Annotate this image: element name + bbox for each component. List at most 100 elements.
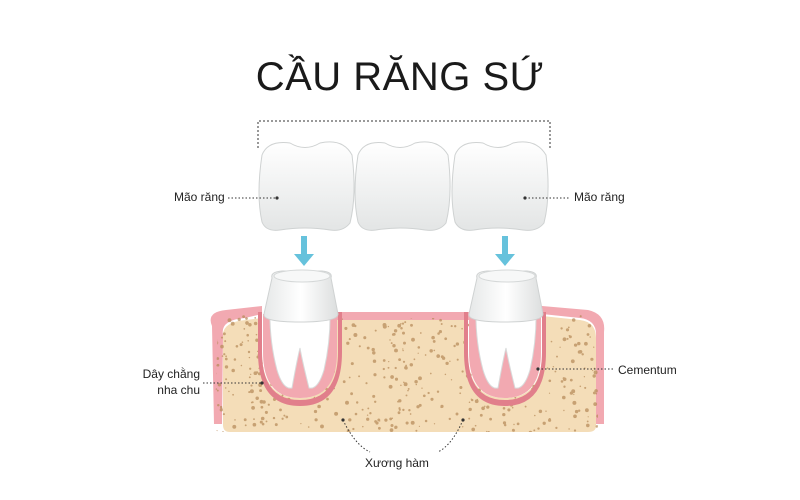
bone-speckle	[574, 409, 579, 414]
bone-speckle	[474, 424, 477, 427]
bone-speckle	[398, 399, 402, 403]
bone-speckle	[586, 333, 590, 336]
bone-speckle	[251, 401, 254, 404]
bone-speckle	[556, 355, 558, 358]
bone-speckle	[570, 359, 575, 364]
bone-speckle	[566, 337, 569, 340]
bone-speckle	[382, 359, 386, 362]
bone-speckle	[221, 355, 224, 357]
bone-speckle	[554, 370, 557, 373]
bone-speckle	[513, 423, 515, 426]
bone-speckle	[461, 370, 464, 373]
bone-speckle	[486, 430, 488, 432]
bone-speckle	[383, 376, 386, 379]
bone-speckle	[470, 398, 474, 402]
bone-speckle	[402, 408, 405, 412]
bone-speckle	[260, 405, 264, 409]
bone-speckle	[427, 391, 430, 395]
bone-speckle	[300, 423, 302, 425]
bone-speckle	[542, 421, 546, 425]
bone-speckle	[563, 385, 566, 388]
bone-speckle	[444, 373, 447, 376]
bone-speckle	[562, 377, 567, 382]
bone-speckle	[511, 406, 514, 409]
bone-speckle	[234, 419, 236, 421]
bone-speckle	[455, 412, 459, 416]
abutment-right	[468, 270, 544, 323]
bone-speckle	[344, 326, 348, 330]
bone-speckle	[355, 401, 359, 404]
bone-speckle	[567, 326, 570, 329]
bone-speckle	[402, 348, 404, 350]
bone-speckle	[512, 429, 515, 432]
bone-speckle	[502, 412, 506, 417]
bone-speckle	[454, 325, 457, 328]
bone-speckle	[283, 414, 286, 417]
bone-speckle	[560, 380, 564, 383]
bone-speckle	[569, 391, 574, 395]
bone-speckle	[367, 407, 370, 410]
bone-speckle	[586, 423, 590, 428]
bone-speckle	[585, 408, 589, 413]
bone-speckle	[552, 366, 555, 368]
bone-speckle	[403, 381, 405, 383]
bone-speckle	[274, 423, 278, 427]
bone-speckle	[223, 353, 226, 356]
leader-bone-left	[342, 419, 371, 453]
bone-speckle	[237, 317, 241, 322]
bone-speckle	[486, 405, 490, 409]
bone-speckle	[410, 420, 415, 425]
bone-speckle	[584, 341, 588, 346]
bone-speckle	[249, 367, 252, 370]
bone-speckle	[372, 359, 377, 363]
bone-speckle	[216, 389, 219, 392]
bone-speckle	[373, 373, 377, 377]
bone-speckle	[247, 340, 249, 342]
bone-speckle	[438, 330, 442, 334]
bone-speckle	[449, 360, 451, 363]
bone-speckle	[348, 418, 352, 422]
bone-speckle	[441, 356, 446, 360]
bone-speckle	[455, 342, 460, 346]
bone-speckle	[516, 422, 520, 426]
bone-speckle	[422, 394, 426, 398]
bone-speckle	[562, 337, 567, 342]
bone-speckle	[459, 385, 463, 390]
bone-speckle	[363, 336, 367, 340]
bone-speckle	[572, 400, 577, 405]
bone-speckle	[573, 414, 577, 419]
bone-speckle	[392, 332, 396, 336]
bone-speckle	[419, 332, 422, 334]
bone-speckle	[548, 379, 552, 383]
bone-speckle	[231, 368, 235, 373]
label-jaw-bone: Xương hàm	[365, 456, 429, 470]
bone-speckle	[404, 321, 407, 324]
bone-speckle	[217, 383, 222, 387]
bone-speckle	[481, 406, 485, 411]
bone-speckle	[388, 384, 393, 389]
bone-speckle	[445, 361, 449, 366]
bone-speckle	[354, 412, 358, 416]
bone-speckle	[415, 429, 418, 432]
bone-speckle	[592, 374, 596, 378]
bone-speckle	[456, 358, 459, 361]
label-crown-right: Mão răng	[574, 190, 625, 204]
bone-speckle	[560, 327, 563, 330]
bone-speckle	[345, 400, 349, 405]
bone-speckle	[372, 351, 376, 355]
bone-speckle	[320, 424, 324, 429]
bone-speckle	[225, 355, 227, 358]
bone-speckle	[394, 348, 398, 353]
bone-speckle	[214, 430, 218, 432]
bone-speckle	[468, 407, 472, 412]
bone-speckle	[254, 317, 257, 319]
bone-speckle	[563, 409, 565, 412]
bone-speckle	[421, 387, 423, 389]
bone-speckle	[548, 392, 551, 394]
bone-speckle	[252, 422, 257, 427]
bone-speckle	[248, 391, 251, 394]
bone-speckle	[232, 424, 237, 429]
bone-speckle	[245, 317, 248, 320]
diagram-title: CẦU RĂNG SỨ	[255, 55, 545, 99]
bone-speckle	[595, 425, 599, 428]
